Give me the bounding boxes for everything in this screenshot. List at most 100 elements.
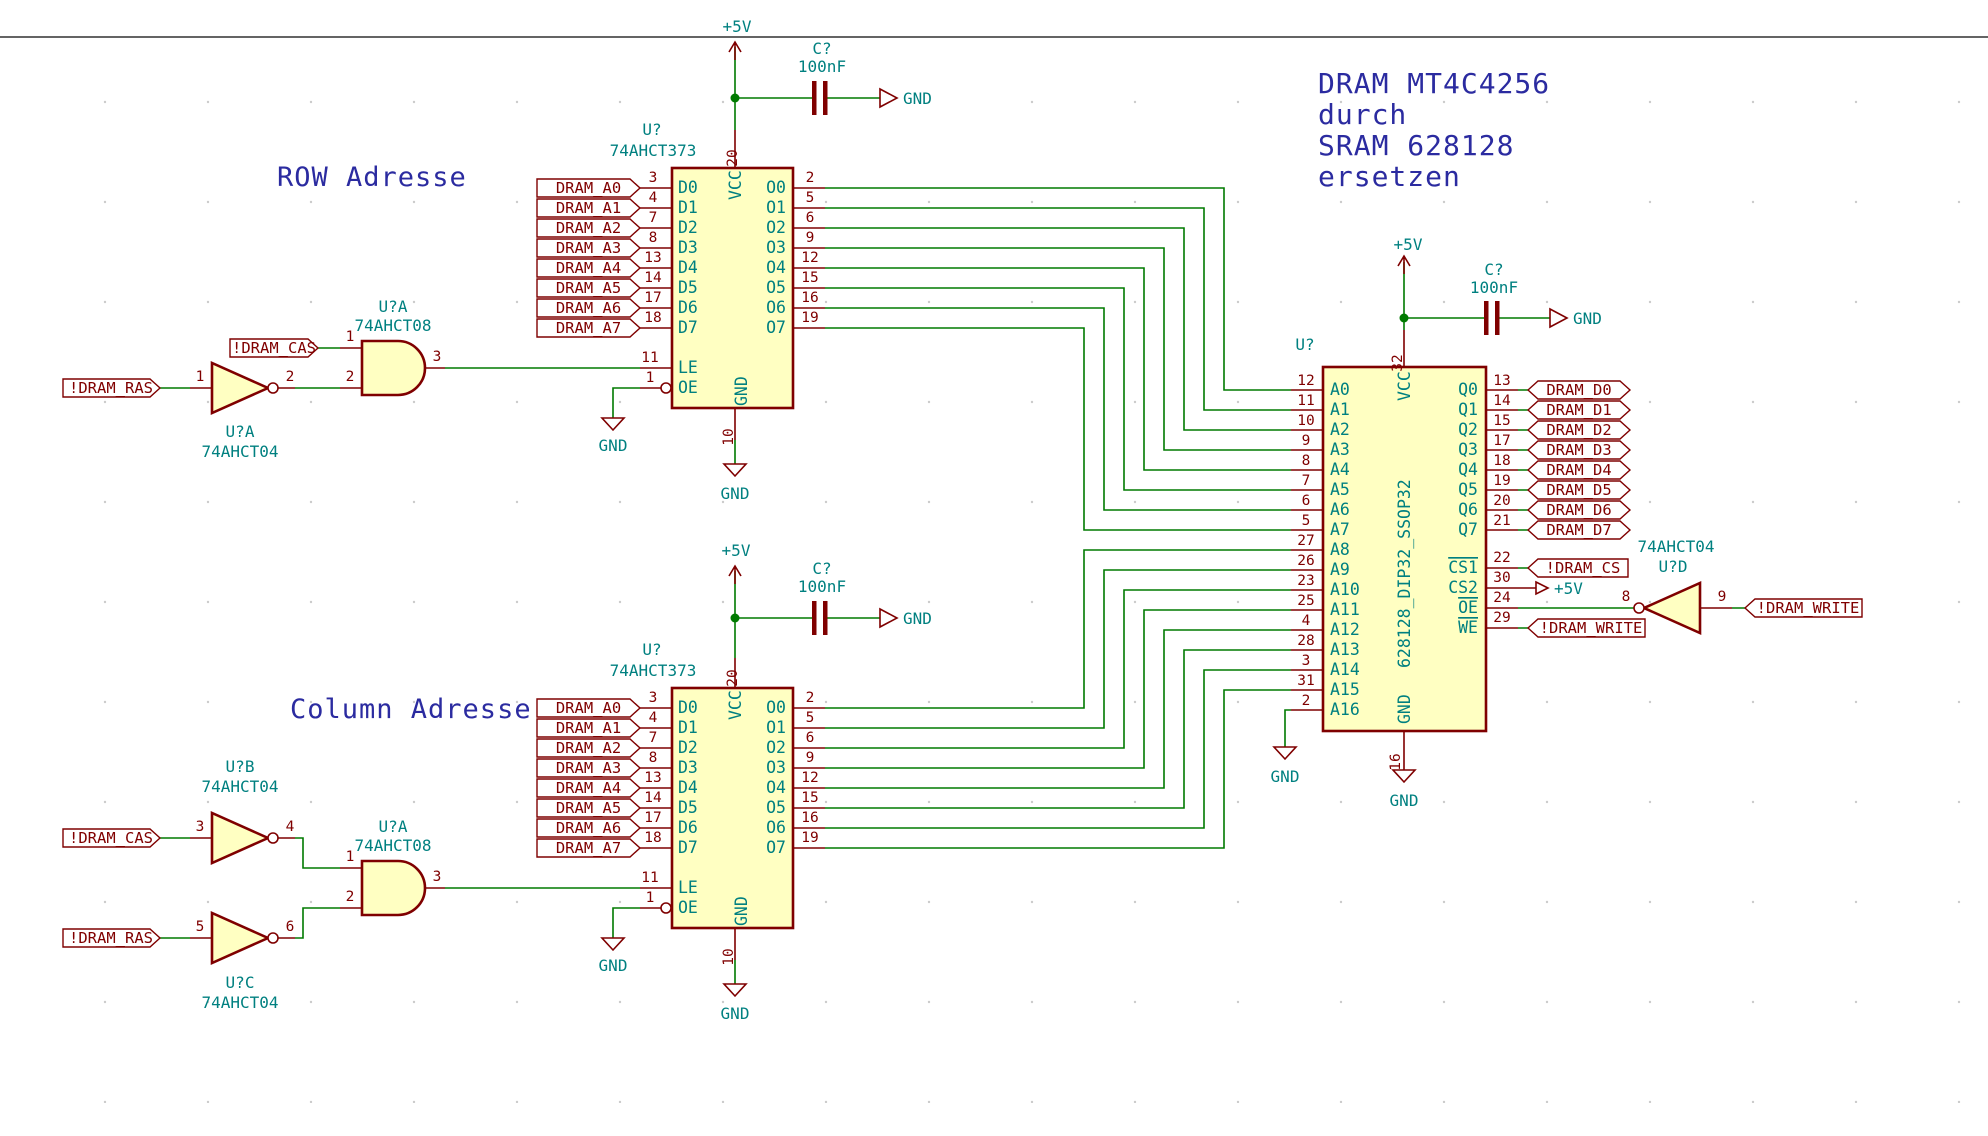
sram-q-pin-num: 21 — [1493, 513, 1510, 529]
sram-a-pin-num: 9 — [1302, 433, 1311, 449]
latch1-o-pin-num: 9 — [806, 230, 815, 246]
gnd-label: GND — [1390, 791, 1419, 810]
net-label-box — [1526, 618, 1646, 638]
latch2-o-pin-num: 2 — [806, 690, 815, 706]
sram-vcc-num: 32 — [1390, 354, 1406, 371]
latch1-o-pin-name: O5 — [766, 278, 786, 297]
latch2-input-labels: DRAM_A0DRAM_A1DRAM_A2DRAM_A3DRAM_A4DRAM_… — [536, 698, 642, 858]
net-label-dram-d-box — [1526, 420, 1632, 440]
column-section-title: Column Adresse — [290, 694, 532, 725]
latch2-d-pin-num: 17 — [644, 810, 661, 826]
sram-q-pin-name: Q4 — [1458, 460, 1478, 479]
net-label-dram-a: DRAM_A5 — [556, 279, 621, 297]
latch1-o-pin-num: 12 — [801, 250, 818, 266]
and-col-out-num: 3 — [433, 869, 442, 885]
latch2-d-pin-name: D3 — [678, 758, 698, 777]
sram-q-pin-num: 15 — [1493, 413, 1510, 429]
sram-ctrl-labels: !DRAM_CS +5V !DRAM_WRITE — [1518, 558, 1646, 638]
sram-a-pin-name: A6 — [1330, 500, 1350, 519]
latch2-o-pin-num: 6 — [806, 730, 815, 746]
sram-a-pin-num: 10 — [1297, 413, 1314, 429]
gnd-arrow-icon — [879, 607, 899, 629]
power-cap1: +5V C? 100nF GND — [723, 17, 932, 115]
sram-gnd-name: GND — [1395, 694, 1414, 724]
net-label-dram-d: DRAM_D0 — [1546, 381, 1611, 399]
gnd-symbol — [600, 937, 626, 952]
cap3-ref: C? — [812, 559, 831, 578]
sram-a-pin-name: A0 — [1330, 380, 1350, 399]
junction-dot — [1399, 313, 1409, 323]
latch1-ref: U? — [642, 120, 661, 139]
inv-row-out-num: 2 — [286, 369, 295, 385]
latch2-o-pin-name: O1 — [766, 718, 786, 737]
inverter-ras-bubble — [267, 932, 279, 944]
inv-ras-out-num: 6 — [286, 919, 295, 935]
latch1-oe-name: OE — [678, 378, 698, 397]
latch1-vcc-name: VCC — [726, 170, 745, 200]
sram-a-pin-name: A8 — [1330, 540, 1350, 559]
net-label-dram-d-box — [1526, 480, 1632, 500]
latch2-oe-num: 1 — [646, 890, 655, 906]
net-label-ras: !DRAM_RAS — [69, 379, 153, 397]
wire-col-bus — [825, 549, 1291, 849]
net-label-dram-a-box — [536, 318, 642, 338]
latch1-d-pin-name: D5 — [678, 278, 698, 297]
latch2-d-pin-num: 13 — [644, 770, 661, 786]
capacitor-plate — [823, 81, 828, 115]
latch2-d-pin-name: D2 — [678, 738, 698, 757]
gnd-symbol — [722, 463, 748, 478]
sram-q-pin-num: 13 — [1493, 373, 1510, 389]
sram-a-pin-name: A2 — [1330, 420, 1350, 439]
and-col-ref: U?A — [379, 817, 408, 836]
latch1-o-pin-name: O6 — [766, 298, 786, 317]
latch1-input-labels: DRAM_A0DRAM_A1DRAM_A2DRAM_A3DRAM_A4DRAM_… — [536, 178, 642, 338]
wire-row-bus — [825, 187, 1291, 531]
net-label-box — [62, 828, 162, 848]
net-label-ras: !DRAM_RAS — [69, 929, 153, 947]
row-section-title: ROW Adresse — [277, 162, 467, 193]
net-label-dram-a-box — [536, 218, 642, 238]
net-label-dram-a: DRAM_A3 — [556, 239, 621, 257]
sram-cs1-name: CS1 — [1448, 558, 1478, 577]
plus5v-label: +5V — [1394, 235, 1423, 254]
gnd-symbol — [600, 417, 626, 432]
latch2-o-pin-num: 19 — [801, 830, 818, 846]
latch2-o-pin-num: 12 — [801, 770, 818, 786]
wire-vcc1 — [734, 47, 880, 130]
latch1-o-pin-num: 6 — [806, 210, 815, 226]
sram-a-pin-num: 25 — [1297, 593, 1314, 609]
capacitor-plate — [1484, 301, 1489, 335]
and-row-out-num: 3 — [433, 349, 442, 365]
plus5v-label: +5V — [1554, 579, 1583, 598]
gnd-label: GND — [721, 484, 750, 503]
capacitor-plate — [812, 81, 817, 115]
net-label-dram-d-box — [1526, 400, 1632, 420]
latch2-gnd-num: 10 — [721, 948, 737, 965]
latch2-d-pin-num: 7 — [649, 730, 658, 746]
latch1-d-pin-num: 14 — [644, 270, 662, 286]
sram-a-pin-name: A13 — [1330, 640, 1360, 659]
net-label-dram-d: DRAM_D7 — [1546, 521, 1611, 539]
latch1-gnd-name: GND — [732, 376, 751, 406]
and-row-in1-num: 1 — [346, 329, 355, 345]
latch2-pins — [640, 658, 825, 960]
latch1-d-pin-num: 18 — [644, 310, 661, 326]
plus5v-arrow-icon — [728, 564, 742, 584]
sram-a-pin-name: A11 — [1330, 600, 1360, 619]
latch1-d-pin-num: 8 — [649, 230, 658, 246]
power-cap3: +5V C? 100nF GND — [722, 541, 932, 635]
inv-we-ref: U?D — [1659, 557, 1688, 576]
net-label-dram-a: DRAM_A7 — [556, 839, 621, 857]
latch2-o-pin-name: O7 — [766, 838, 786, 857]
net-label-dram-a-box — [536, 238, 642, 258]
net-label-dram-a-box — [536, 178, 642, 198]
latch1-d-pin-num: 4 — [649, 190, 658, 206]
net-label-dram-a: DRAM_A2 — [556, 219, 621, 237]
net-label-dram-d: DRAM_D5 — [1546, 481, 1611, 499]
latch1-symbol: U? 74AHCT373 LE OE 11 1 VCC 20 GND 10 — [610, 120, 825, 446]
note-line: SRAM 628128 — [1318, 129, 1514, 162]
